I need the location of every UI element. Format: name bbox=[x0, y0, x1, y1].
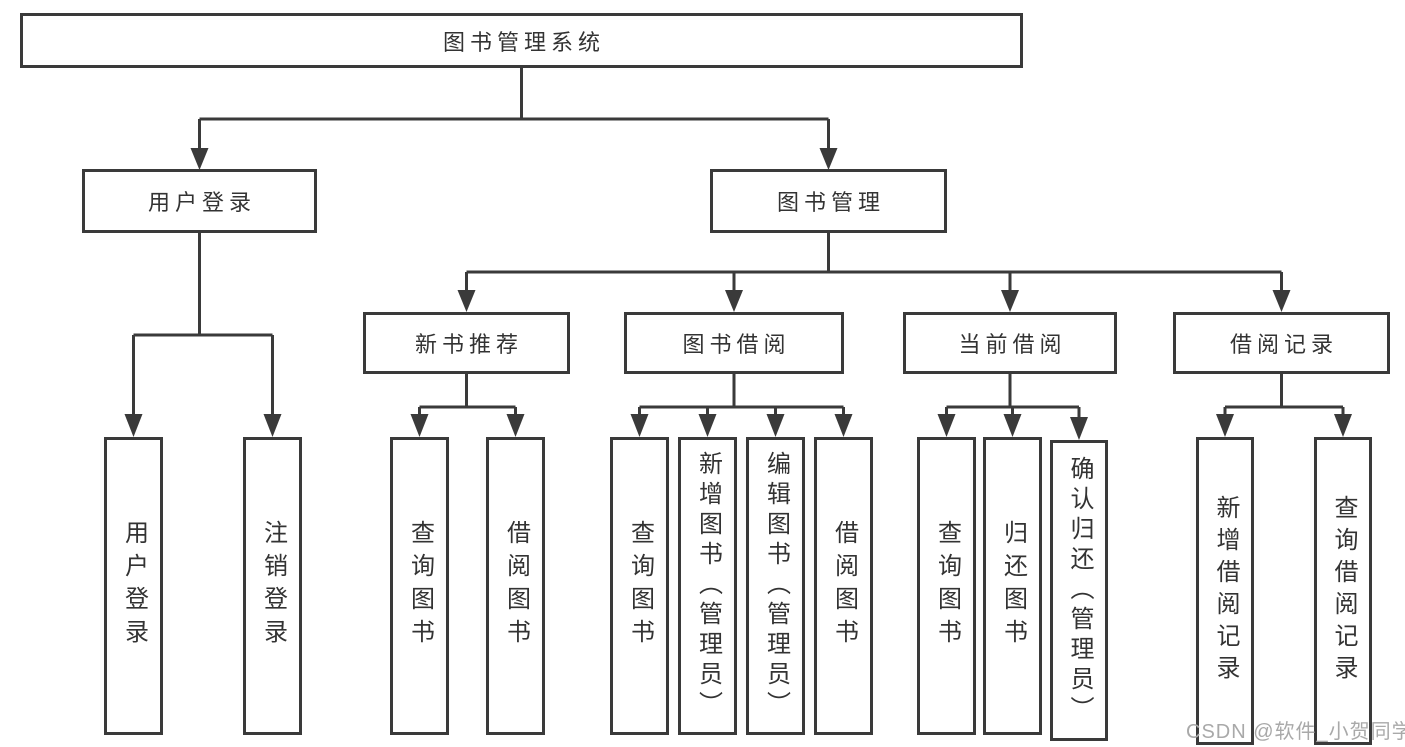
node-leaf-query-books-3: 查询图书 bbox=[917, 437, 976, 735]
node-leaf-borrow-books-2: 借阅图书 bbox=[814, 437, 873, 735]
node-leaf-logout: 注销登录 bbox=[243, 437, 302, 735]
node-current-borrow: 当前借阅 bbox=[903, 312, 1117, 374]
node-root-system: 图书管理系统 bbox=[20, 13, 1023, 68]
node-leaf-query-books-1: 查询图书 bbox=[390, 437, 449, 735]
node-leaf-query-borrow-record: 查询借阅记录 bbox=[1314, 437, 1372, 745]
connector-book-mgmt-to-level3 bbox=[457, 233, 1291, 312]
node-leaf-user-login: 用户登录 bbox=[104, 437, 163, 735]
node-book-management: 图书管理 bbox=[710, 169, 947, 233]
connector-root-to-branches bbox=[190, 68, 838, 170]
node-user-login: 用户登录 bbox=[82, 169, 317, 233]
node-leaf-query-books-2: 查询图书 bbox=[610, 437, 669, 735]
connector-user-login-subtree bbox=[124, 233, 282, 437]
connector-current-borrow-subtree bbox=[937, 374, 1088, 440]
connector-borrow-record-subtree bbox=[1216, 374, 1352, 437]
node-leaf-borrow-books-1: 借阅图书 bbox=[486, 437, 545, 735]
node-book-borrow: 图书借阅 bbox=[624, 312, 844, 374]
node-leaf-confirm-return-admin: 确认归还（管理员） bbox=[1050, 440, 1108, 741]
connector-book-borrow-subtree bbox=[630, 374, 853, 437]
connector-new-book-subtree bbox=[410, 374, 525, 437]
node-leaf-return-books: 归还图书 bbox=[983, 437, 1042, 735]
csdn-watermark: CSDN @软件_小贺同学 bbox=[1186, 721, 1405, 743]
node-leaf-add-books-admin: 新增图书（管理员） bbox=[678, 437, 737, 735]
node-new-book-recommend: 新书推荐 bbox=[363, 312, 570, 374]
node-leaf-edit-books-admin: 编辑图书（管理员） bbox=[746, 437, 805, 735]
node-borrow-record: 借阅记录 bbox=[1173, 312, 1390, 374]
node-leaf-add-borrow-record: 新增借阅记录 bbox=[1196, 437, 1254, 745]
